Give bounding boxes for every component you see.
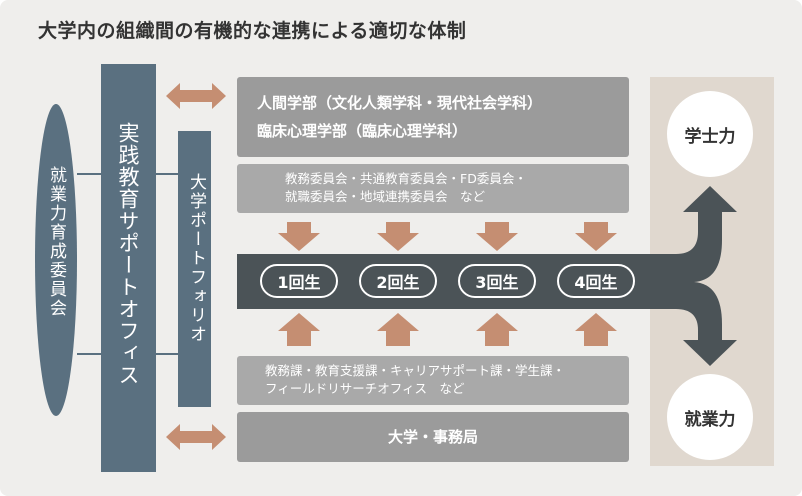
year-1-pill: 1回生 [260, 264, 338, 298]
year-2-pill: 2回生 [359, 264, 437, 298]
faculty-line-1: 人間学部（文化人類学科・現代社会学科） [257, 94, 543, 112]
offices-line-1: 教務課・教育支援課・キャリアサポート課・学生課・ [265, 363, 566, 378]
down-arrow-3-icon [476, 222, 518, 251]
down-arrow-4-icon [575, 222, 617, 251]
down-arrow-2-icon [377, 222, 419, 251]
employability-label: 就業力 [684, 409, 736, 430]
up-arrow-3-icon [476, 313, 518, 346]
diagram-title: 大学内の組織間の有機的な連携による適切な体制 [38, 20, 467, 42]
faculty-line-2: 臨床心理学部（臨床心理学科） [257, 122, 468, 140]
connector-bottom-2 [156, 353, 178, 355]
committees-box: 教務委員会・共通教育委員会・FD委員会・ 就職委員会・地域連携委員会 など [237, 164, 629, 213]
committees-line-2: 就職委員会・地域連携委員会 など [285, 189, 486, 204]
up-arrow-2-icon [377, 313, 419, 346]
admin-label: 大学・事務局 [387, 428, 478, 446]
offices-line-2: フィールドリサーチオフィス など [265, 381, 465, 396]
employability-committee-label: 就業力育成委員会 [46, 166, 66, 318]
down-arrow-1-icon [278, 222, 320, 251]
faculties-box: 人間学部（文化人類学科・現代社会学科） 臨床心理学部（臨床心理学科） [237, 77, 629, 157]
up-arrow-4-icon [575, 313, 617, 346]
up-arrow-1-icon [278, 313, 320, 346]
employability-circle: 就業力 [667, 374, 753, 460]
support-office-bar: 実践教育サポートオフィス [101, 64, 156, 472]
year-3-pill: 3回生 [458, 264, 536, 298]
portfolio-bar: 大学ポートフォリオ [178, 131, 211, 407]
employability-committee: 就業力育成委員会 [35, 104, 77, 416]
academic-ability-label: 学士力 [684, 126, 736, 147]
support-office-label: 実践教育サポートオフィス [116, 122, 140, 386]
double-arrow-top-icon [166, 83, 226, 109]
connector-top-2 [156, 173, 178, 175]
offices-box: 教務課・教育支援課・キャリアサポート課・学生課・ フィールドリサーチオフィス な… [237, 356, 629, 405]
double-arrow-bottom-icon [166, 424, 226, 450]
admin-box: 大学・事務局 [237, 412, 629, 462]
portfolio-label: 大学ポートフォリオ [186, 173, 206, 344]
academic-ability-circle: 学士力 [667, 91, 753, 177]
connector-bottom [77, 353, 101, 355]
committees-line-1: 教務委員会・共通教育委員会・FD委員会・ [285, 171, 527, 186]
year-4-pill: 4回生 [557, 264, 635, 298]
connector-top [77, 173, 101, 175]
